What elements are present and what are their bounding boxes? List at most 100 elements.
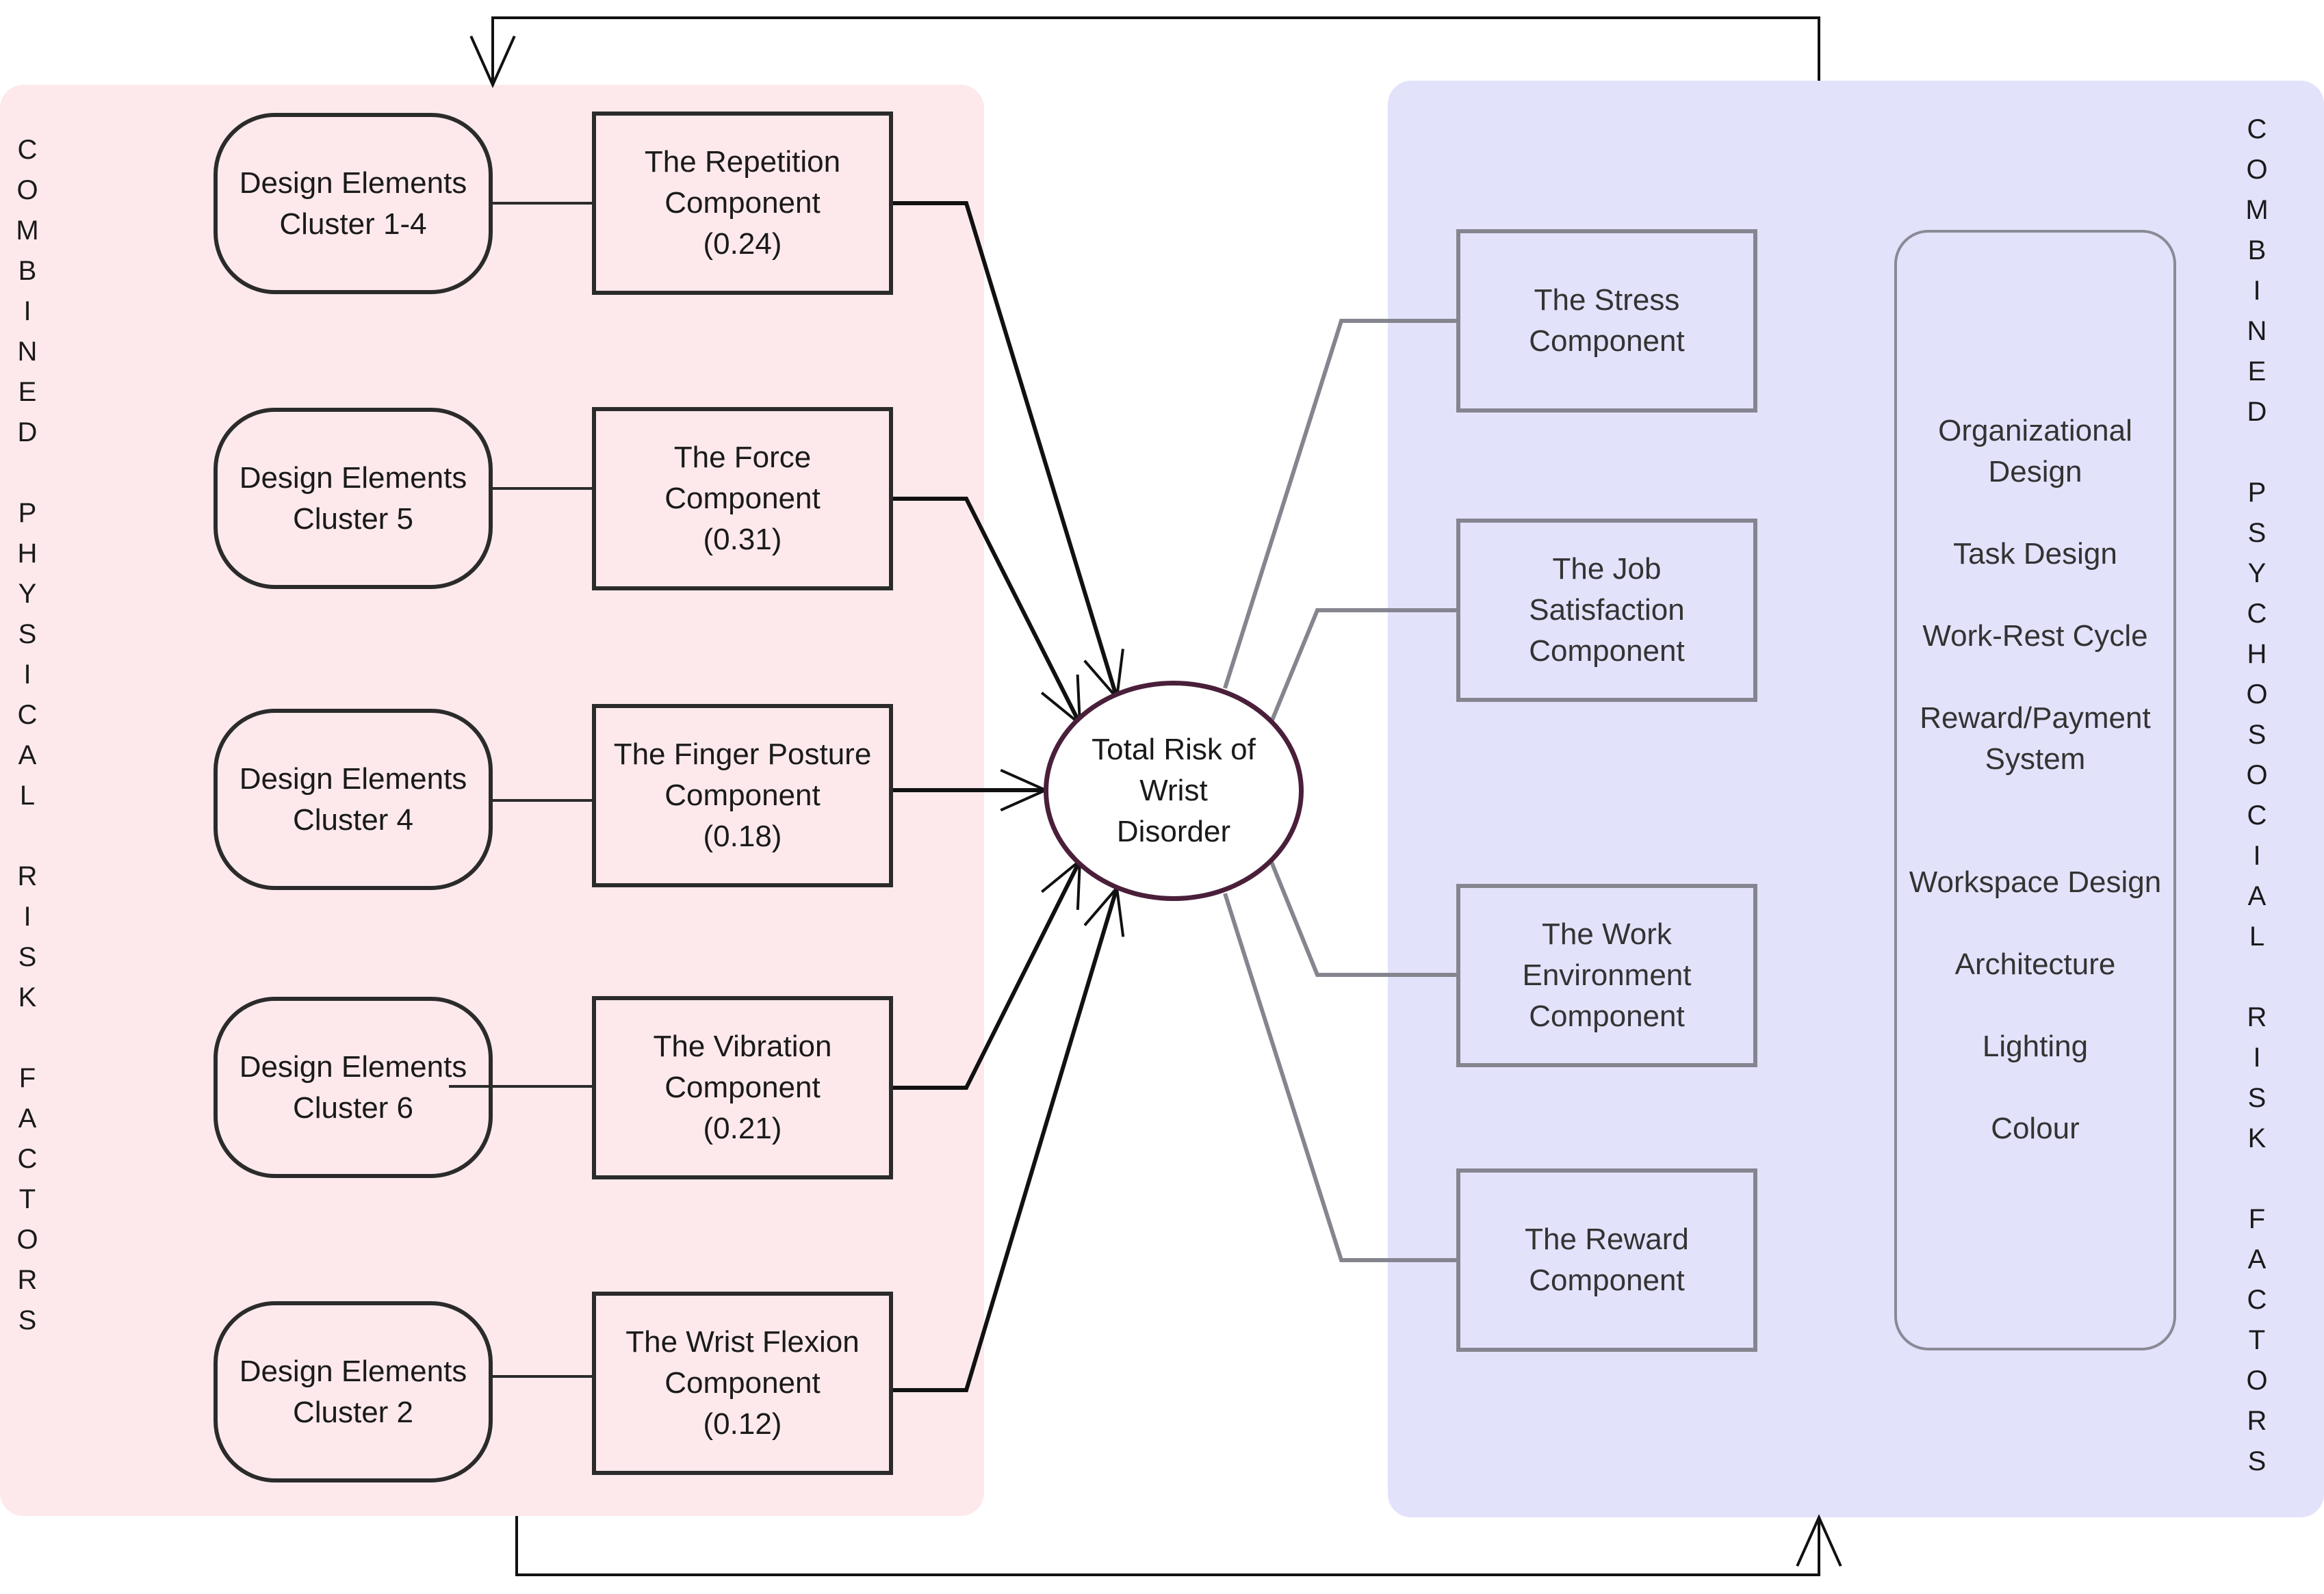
vertical-letter: C	[2247, 599, 2267, 629]
vertical-letter: L	[19, 781, 36, 811]
vertical-letter: S	[18, 1305, 37, 1335]
vertical-letter: O	[2246, 155, 2268, 185]
vertical-letter: T	[18, 1184, 36, 1214]
cluster-box-5: Design Elements Cluster 2	[214, 1301, 493, 1482]
total-risk-node: Total Risk of Wrist Disorder	[1044, 681, 1304, 901]
vertical-letter: B	[2247, 235, 2267, 265]
feedback-loop-top	[491, 16, 1820, 85]
cluster-box-2: Design Elements Cluster 5	[214, 408, 493, 589]
psychosocial-factors-list: Organizational Design Task Design Work-R…	[1894, 230, 2176, 1350]
vertical-letter: A	[2247, 881, 2267, 911]
vertical-letter: N	[2247, 316, 2267, 346]
vertical-letter: N	[17, 337, 38, 367]
factor-colour: Colour	[1991, 1112, 2080, 1145]
vertical-letter: L	[2249, 922, 2265, 952]
vertical-letter: F	[18, 1063, 36, 1093]
vertical-letter: H	[2247, 639, 2267, 669]
vertical-letter: E	[18, 377, 37, 407]
vertical-letter: S	[18, 942, 37, 972]
psychosocial-link	[1223, 893, 1456, 1262]
vertical-letter: B	[18, 256, 37, 286]
factor-reward-payment-system: Reward/Payment System	[1920, 701, 2151, 776]
physical-arrow	[893, 497, 1082, 725]
vertical-letter	[2253, 1159, 2260, 1199]
vibration-component-box: The Vibration Component (0.21)	[592, 996, 893, 1179]
arrowhead	[469, 35, 516, 88]
physical-arrow	[893, 887, 1119, 1392]
job-satisfaction-component-box: The Job Satisfaction Component	[1456, 519, 1757, 702]
vertical-letter: R	[2247, 1002, 2267, 1032]
vertical-letter	[23, 1018, 31, 1058]
vertical-letter: F	[2248, 1204, 2266, 1234]
vertical-letter: S	[2247, 720, 2267, 750]
vertical-letter: I	[23, 659, 31, 690]
vertical-letter: O	[2246, 679, 2268, 709]
vertical-letter: E	[2247, 356, 2267, 387]
vertical-letter: C	[17, 1144, 38, 1174]
cluster-box-1: Design Elements Cluster 1-4	[214, 113, 493, 294]
finger-posture-component-box: The Finger Posture Component (0.18)	[592, 704, 893, 887]
vertical-letter: I	[23, 902, 31, 932]
vertical-letter: Y	[2247, 558, 2267, 588]
vertical-letter: R	[2247, 1406, 2267, 1436]
vertical-letter: I	[2253, 276, 2261, 306]
psychosocial-risk-panel	[1388, 81, 2324, 1517]
vertical-letter: P	[2247, 478, 2267, 508]
cluster-box-3: Design Elements Cluster 4	[214, 709, 493, 890]
vertical-letter: C	[17, 135, 38, 165]
vertical-letter: Y	[18, 579, 37, 609]
factor-organizational-design: Organizational Design	[1938, 414, 2132, 488]
factor-lighting: Lighting	[1982, 1030, 2089, 1063]
vertical-letter: S	[2247, 1446, 2267, 1476]
vertical-letter	[2253, 432, 2260, 473]
vertical-letter: O	[2246, 1366, 2268, 1396]
vertical-letter: O	[16, 175, 38, 205]
feedback-loop-bottom	[515, 1516, 1820, 1576]
vertical-letter: R	[17, 1265, 38, 1295]
work-environment-component-box: The Work Environment Component	[1456, 884, 1757, 1067]
cluster-box-4: Design Elements Cluster 6	[214, 997, 493, 1178]
vertical-letter: O	[16, 1225, 38, 1255]
vertical-letter: H	[17, 538, 38, 569]
vertical-letter: S	[2247, 518, 2267, 548]
wrist-flexion-component-box: The Wrist Flexion Component (0.12)	[592, 1292, 893, 1475]
psychosocial-link	[1223, 319, 1456, 689]
reward-component-box: The Reward Component	[1456, 1168, 1757, 1352]
vertical-letter: K	[2247, 1123, 2267, 1153]
factor-workspace-design: Workspace Design	[1909, 865, 2162, 899]
arrowhead	[1796, 1514, 1842, 1567]
vertical-letter: T	[2248, 1325, 2266, 1355]
vertical-letter: O	[2246, 760, 2268, 790]
vertical-letter: M	[16, 215, 39, 246]
vertical-letter	[23, 816, 31, 857]
vertical-letter: A	[18, 1103, 37, 1134]
vertical-letter	[23, 453, 31, 493]
vertical-letter: A	[18, 740, 37, 770]
vertical-letter: C	[2247, 114, 2267, 144]
psychosocial-link	[1269, 861, 1456, 977]
stress-component-box: The Stress Component	[1456, 229, 1757, 413]
vertical-letter: A	[2247, 1244, 2267, 1275]
vertical-letter: C	[2247, 800, 2267, 831]
vertical-letter: P	[18, 498, 37, 528]
vertical-letter: R	[17, 861, 38, 891]
vertical-letter: D	[17, 417, 38, 447]
vertical-letter: I	[2253, 841, 2261, 871]
vertical-letter: I	[23, 296, 31, 326]
factor-architecture: Architecture	[1954, 948, 2116, 981]
vertical-letter: D	[2247, 397, 2267, 427]
vertical-letter: K	[18, 982, 37, 1012]
psychosocial-link	[1269, 608, 1456, 723]
vertical-letter	[2253, 957, 2260, 997]
vertical-letter: S	[2247, 1083, 2267, 1113]
repetition-component-box: The Repetition Component (0.24)	[592, 112, 893, 295]
physical-arrow	[893, 859, 1082, 1090]
factor-work-rest-cycle: Work-Rest Cycle	[1922, 619, 2148, 653]
vertical-letter: I	[2253, 1043, 2261, 1073]
physical-arrow	[893, 201, 1119, 698]
vertical-letter: M	[2245, 195, 2269, 225]
vertical-letter: C	[17, 700, 38, 730]
